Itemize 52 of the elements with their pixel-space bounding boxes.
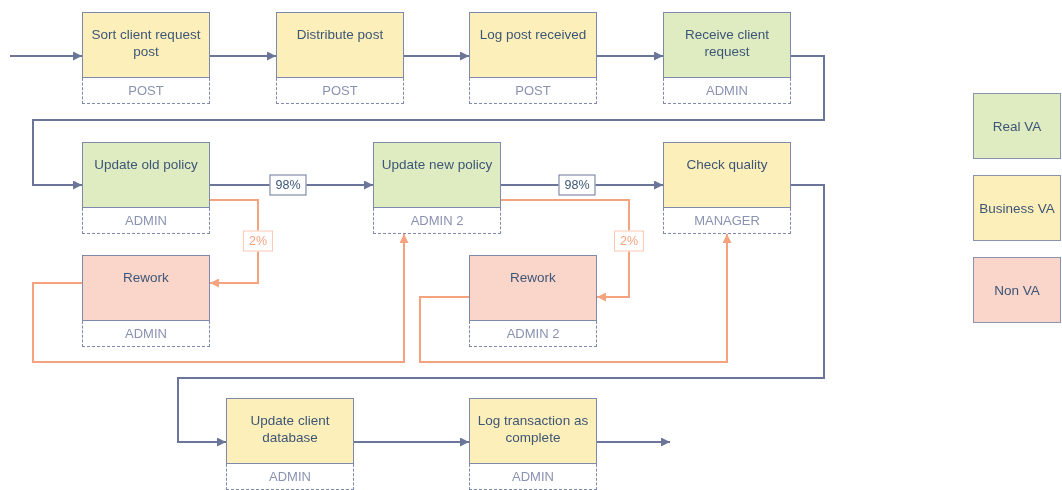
role-label: ADMIN [663, 78, 791, 104]
arrow [32, 233, 409, 363]
role-label: MANAGER [663, 208, 791, 234]
edge-label: 98% [269, 174, 307, 196]
role-label: ADMIN 2 [469, 321, 597, 347]
process-step [276, 12, 404, 104]
arrow [419, 233, 732, 363]
arrow [209, 199, 259, 288]
arrow [403, 51, 470, 61]
process-step [469, 255, 597, 347]
step-label: Sort client request post [82, 12, 210, 78]
arrow [32, 55, 825, 190]
role-label: POST [276, 78, 404, 104]
arrow [596, 437, 671, 447]
step-label: Update old policy [82, 142, 210, 208]
step-label: Rework [82, 255, 210, 321]
legend-swatch: Business VA [973, 175, 1061, 241]
process-step [226, 398, 354, 490]
process-step [663, 142, 791, 234]
edge-label: 2% [613, 230, 645, 252]
step-label: Check quality [663, 142, 791, 208]
edge-label: 2% [242, 230, 274, 252]
arrow [177, 184, 825, 447]
process-step [82, 255, 210, 347]
legend-swatch: Real VA [973, 93, 1061, 159]
process-step [469, 398, 597, 490]
role-label: ADMIN [82, 321, 210, 347]
arrow [209, 51, 277, 61]
role-label: POST [469, 78, 597, 104]
role-label: ADMIN [469, 464, 597, 490]
step-label: Update client database [226, 398, 354, 464]
edge-label: 98% [558, 174, 596, 196]
arrow [596, 51, 664, 61]
step-label: Rework [469, 255, 597, 321]
arrow [9, 51, 83, 61]
process-step [469, 12, 597, 104]
legend-swatch: Non VA [973, 257, 1061, 323]
role-label: ADMIN [82, 208, 210, 234]
role-label: POST [82, 78, 210, 104]
step-label: Distribute post [276, 12, 404, 78]
role-label: ADMIN 2 [373, 208, 501, 234]
arrow [353, 437, 470, 447]
arrow [500, 199, 630, 302]
process-step [663, 12, 791, 104]
step-label: Log transaction as complete [469, 398, 597, 464]
step-label: Receive client request [663, 12, 791, 78]
step-label: Log post received [469, 12, 597, 78]
process-step [373, 142, 501, 234]
role-label: ADMIN [226, 464, 354, 490]
process-step [82, 12, 210, 104]
process-step [82, 142, 210, 234]
step-label: Update new policy [373, 142, 501, 208]
